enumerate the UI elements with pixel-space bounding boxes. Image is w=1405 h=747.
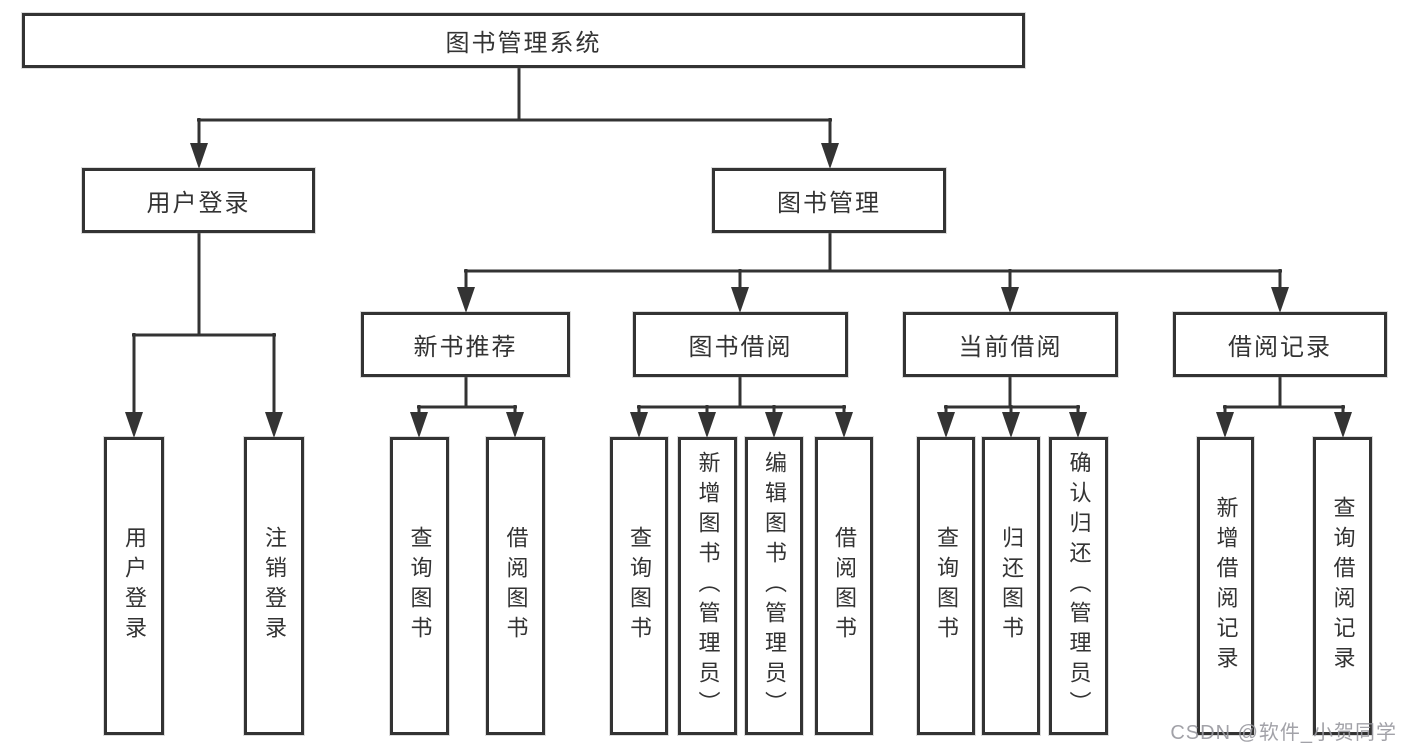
leaf-label: 查询借阅记录 xyxy=(1330,496,1356,676)
node-book-management: 图书管理 xyxy=(712,168,946,233)
node-label: 图书管理 xyxy=(777,190,881,217)
leaf-query-books-borrowing: 查询图书 xyxy=(610,437,668,735)
leaf-edit-book-admin: 编辑图书（管理员） xyxy=(745,437,803,735)
leaf-query-books-recommend: 查询图书 xyxy=(390,437,449,735)
node-label: 图书借阅 xyxy=(688,334,793,361)
leaf-confirm-return-admin: 确认归还（管理员） xyxy=(1049,437,1108,735)
node-label: 当前借阅 xyxy=(958,334,1063,361)
leaf-query-borrow-record: 查询借阅记录 xyxy=(1313,437,1372,735)
csdn-watermark: CSDN @软件_小贺同学 xyxy=(1170,722,1397,744)
leaf-label: 确认归还（管理员） xyxy=(1066,451,1092,721)
leaf-label: 新增借阅记录 xyxy=(1213,496,1239,676)
leaf-add-book-admin: 新增图书（管理员） xyxy=(678,437,737,735)
leaf-label: 借阅图书 xyxy=(832,526,857,646)
leaf-query-books-current: 查询图书 xyxy=(917,437,975,735)
leaf-label: 查询图书 xyxy=(934,526,959,646)
leaf-add-borrow-record: 新增借阅记录 xyxy=(1197,437,1254,735)
leaf-label: 注销登录 xyxy=(262,526,287,646)
leaf-label: 查询图书 xyxy=(627,526,652,646)
leaf-user-login: 用户登录 xyxy=(104,437,164,735)
node-book-borrowing: 图书借阅 xyxy=(633,312,848,377)
node-label: 图书管理系统 xyxy=(445,30,602,57)
node-user-login: 用户登录 xyxy=(82,168,315,233)
leaf-label: 查询图书 xyxy=(407,526,433,646)
leaf-label: 新增图书（管理员） xyxy=(695,451,721,721)
leaf-label: 编辑图书（管理员） xyxy=(762,451,787,721)
node-new-book-recommendation: 新书推荐 xyxy=(361,312,570,377)
node-label: 用户登录 xyxy=(146,190,251,217)
node-label: 借阅记录 xyxy=(1228,334,1332,361)
node-borrowing-records: 借阅记录 xyxy=(1173,312,1387,377)
leaf-label: 用户登录 xyxy=(122,526,147,646)
node-root-system: 图书管理系统 xyxy=(22,13,1025,68)
leaf-label: 借阅图书 xyxy=(503,526,529,646)
node-current-borrowing: 当前借阅 xyxy=(903,312,1118,377)
leaf-label: 归还图书 xyxy=(999,526,1024,646)
leaf-borrow-books: 借阅图书 xyxy=(815,437,873,735)
leaf-borrow-books-recommend: 借阅图书 xyxy=(486,437,545,735)
leaf-return-books: 归还图书 xyxy=(982,437,1040,735)
node-label: 新书推荐 xyxy=(413,334,518,361)
arrowheads xyxy=(125,143,1352,438)
leaf-logout: 注销登录 xyxy=(244,437,304,735)
